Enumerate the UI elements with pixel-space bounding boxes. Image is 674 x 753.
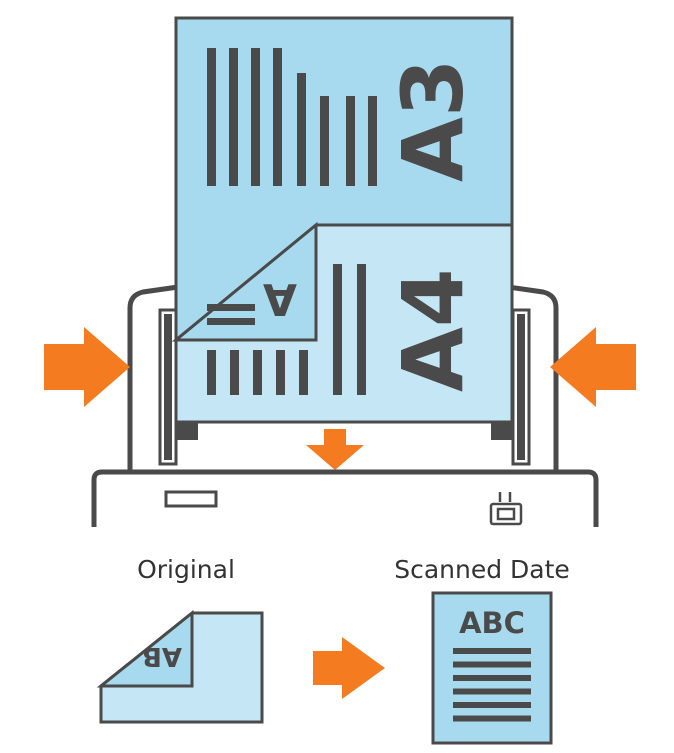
- down-arrow-icon: [306, 429, 364, 470]
- scanner-tray-left: [127, 284, 179, 472]
- scanned-text-line: [453, 702, 531, 708]
- scanned-heading: ABC: [459, 606, 525, 640]
- paper-guide-right: [491, 308, 531, 466]
- scanned-text-line: [453, 715, 531, 722]
- scanned-text-line: [453, 661, 531, 668]
- folded-corner-label: A: [263, 273, 297, 324]
- a4-label: A4: [384, 269, 482, 392]
- folded-corner-bars: [207, 304, 255, 325]
- scanned-text-line: [453, 675, 531, 681]
- scan-button-icon: [164, 490, 218, 508]
- scanner-body: [91, 284, 599, 527]
- scanned-text-lines: [453, 648, 531, 722]
- original-document-icon: AB: [96, 609, 264, 724]
- a4-text-bars: [207, 264, 366, 395]
- left-arrow-icon: [550, 327, 636, 407]
- scanned-text-line: [453, 688, 531, 695]
- power-icon: [489, 492, 523, 526]
- paper-guide-left: [158, 308, 198, 466]
- scanned-text-line: [453, 648, 531, 654]
- original-caption: Original: [137, 555, 235, 584]
- scanned-caption: Scanned Date: [394, 555, 570, 584]
- scanner-tray-right: [507, 284, 559, 472]
- a3-text-bars: [207, 48, 377, 186]
- a3-label: A3: [384, 59, 482, 182]
- original-folded-text: AB: [142, 641, 182, 671]
- a4-sheet: A4 A: [171, 221, 514, 424]
- scanned-document-icon: ABC: [431, 591, 553, 745]
- a4-folded-corner: [171, 221, 318, 342]
- conversion-arrow-icon: [313, 637, 385, 699]
- right-arrow-icon: [44, 327, 130, 407]
